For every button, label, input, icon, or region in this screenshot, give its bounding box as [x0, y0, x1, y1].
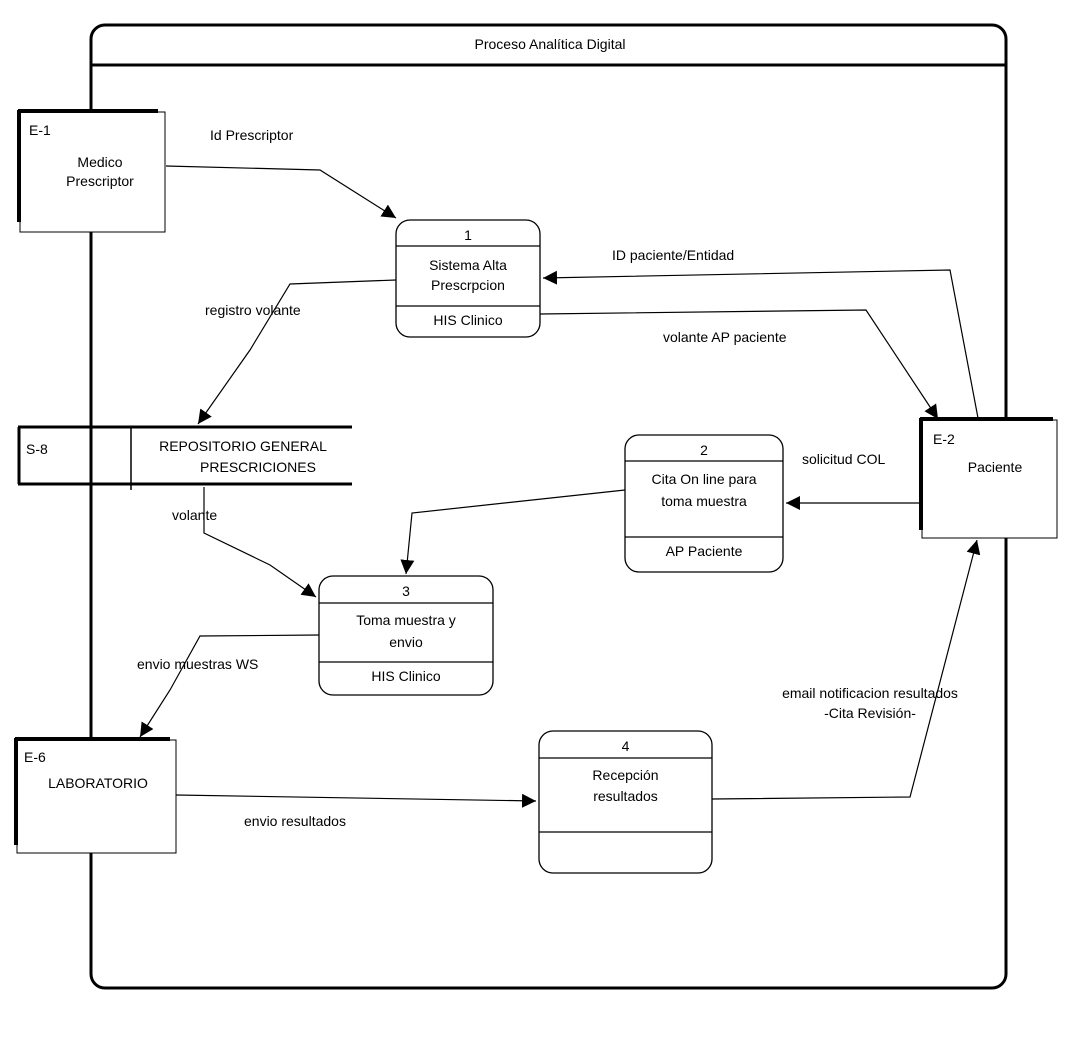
- flow-id-paciente: [542, 269, 979, 419]
- flow-volante: [203, 487, 317, 598]
- process-1-box: [395, 219, 541, 338]
- store-s8-name-line1: REPOSITORIO GENERAL: [159, 438, 327, 454]
- flow-envio-resultados: [175, 793, 537, 808]
- process-3-location: HIS Clinico: [371, 668, 441, 684]
- entity-e1-box: [19, 111, 166, 233]
- store-s8-id: S-8: [26, 441, 48, 457]
- process-1-line2: Prescrpcion: [431, 277, 505, 293]
- process-1-location: HIS Clinico: [433, 312, 503, 328]
- flow-label-volante: volante: [172, 507, 218, 523]
- process-4-line1: Recepción: [592, 767, 659, 783]
- entity-e6-name: LABORATORIO: [48, 775, 148, 791]
- entity-e1-name-line2: Prescriptor: [66, 173, 134, 189]
- flow-volante-ap: [539, 309, 939, 420]
- entity-e1-id: E-1: [29, 122, 51, 138]
- flow-cita-to-toma: [400, 489, 626, 575]
- entity-e2-name: Paciente: [967, 459, 1023, 475]
- flow-label-solicitud-col: solicitud COL: [802, 451, 886, 467]
- flow-label-id-paciente: ID paciente/Entidad: [612, 247, 735, 263]
- flow-label-email-line2: -Cita Revisión-: [824, 705, 916, 721]
- entity-e1-name-line1: Medico: [77, 154, 123, 170]
- process-2-line2: toma muestra: [661, 493, 747, 509]
- flow-id-prescriptor: [165, 165, 397, 219]
- flow-envio-muestras: [139, 634, 320, 738]
- flow-label-email-line1: email notificacion resultados: [782, 685, 958, 701]
- flow-email-notificacion: [711, 539, 981, 800]
- flow-label-envio-resultados: envio resultados: [244, 813, 346, 829]
- process-3-number: 3: [402, 583, 410, 599]
- process-3-line2: envio: [389, 634, 423, 650]
- entity-e6-id: E-6: [24, 749, 46, 765]
- flow-registro-volante: [197, 279, 397, 425]
- entity-e6-box: [16, 739, 177, 854]
- process-4-number: 4: [621, 738, 630, 754]
- flow-label-volante-ap: volante AP paciente: [663, 329, 787, 345]
- process-3-line1: Toma muestra y: [356, 612, 456, 628]
- entity-e2-id: E-2: [933, 431, 955, 447]
- process-1-number: 1: [464, 227, 472, 243]
- flow-label-registro-volante: registro volante: [205, 302, 301, 318]
- process-1-line1: Sistema Alta: [429, 257, 507, 273]
- process-2-line1: Cita On line para: [651, 471, 757, 487]
- process-2-location: AP Paciente: [665, 543, 743, 559]
- process-2-number: 2: [700, 442, 708, 458]
- flow-label-id-prescriptor: Id Prescriptor: [210, 127, 294, 143]
- flow-label-envio-muestras: envio muestras WS: [137, 656, 259, 672]
- process-4-line2: resultados: [593, 788, 658, 804]
- process-4-box: [538, 730, 713, 874]
- store-s8-name-line2: PRESCRICIONES: [200, 459, 316, 475]
- process-2-box: [624, 434, 784, 573]
- frame-title: Proceso Analítica Digital: [474, 36, 626, 52]
